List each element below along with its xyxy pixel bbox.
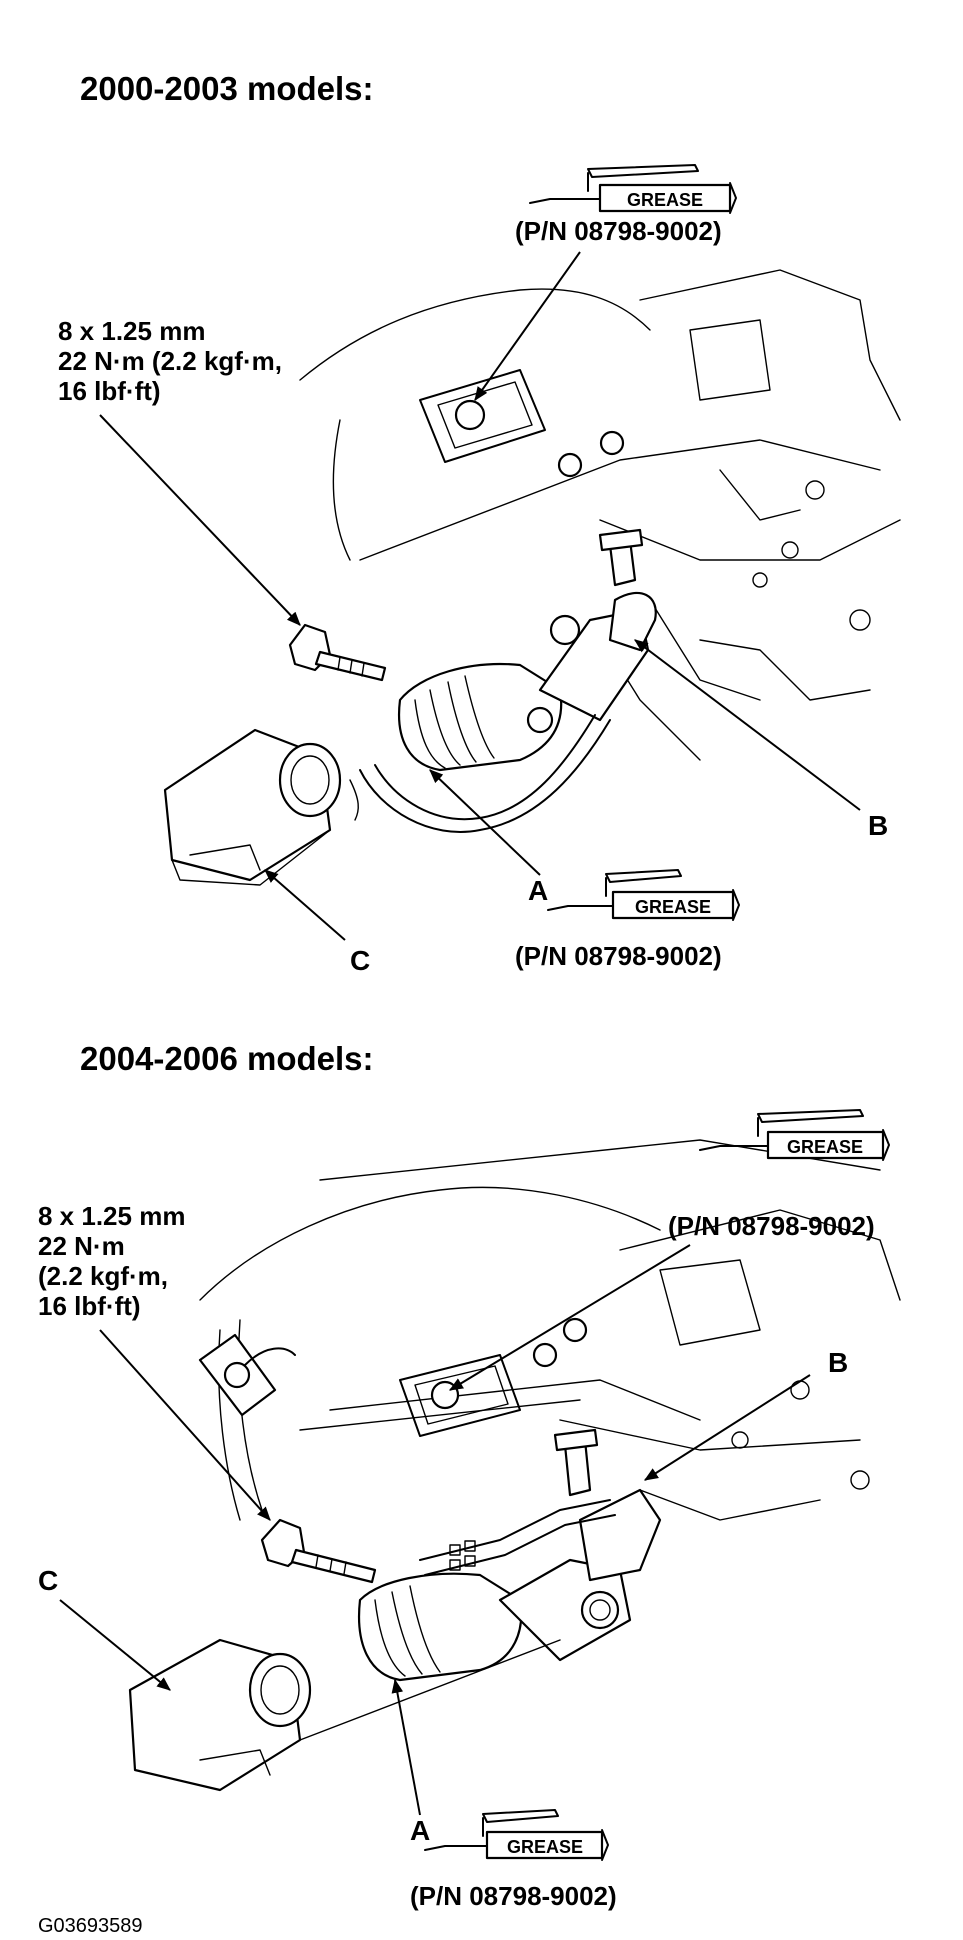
c-leader: [59, 1599, 171, 1691]
mounting-bolt: [288, 623, 387, 682]
part-number-lower: (P/N 08798-9002): [410, 1881, 617, 1911]
part-number-lower: (P/N 08798-9002): [515, 941, 722, 971]
part-number-upper: (P/N 08798-9002): [668, 1211, 875, 1241]
bolt-leader: [99, 1329, 271, 1521]
grease-pocket: [399, 1317, 588, 1437]
bolt-spec-line-4: 16 lbf·ft): [38, 1291, 141, 1321]
bolt-spec-line-3: (2.2 kgf·m,: [38, 1261, 168, 1291]
callout-a: A: [410, 1815, 430, 1846]
svg-text:GREASE: GREASE: [787, 1137, 863, 1157]
bolt-leader: [99, 414, 301, 626]
a-leader: [429, 769, 541, 876]
bolt-spec-line-1: 8 x 1.25 mm: [58, 316, 205, 346]
b-leader: [644, 1374, 811, 1481]
grease-gun-icon: GREASE: [699, 1109, 890, 1161]
c-leader: [264, 869, 346, 941]
callout-c: C: [38, 1565, 58, 1596]
part-number-upper: (P/N 08798-9002): [515, 216, 722, 246]
grease-leader-upper: [474, 251, 581, 401]
panel-title: 2004-2006 models:: [80, 1040, 374, 1077]
grease-gun-icon: GREASE: [547, 869, 740, 921]
hose-bracket: [198, 1333, 296, 1417]
bolt-spec-line-2: 22 N·m: [38, 1231, 125, 1261]
panel-2000-2003: 2000-2003 models:: [58, 70, 901, 976]
panel-title: 2000-2003 models:: [80, 70, 374, 107]
grease-gun-icon: GREASE: [529, 164, 737, 214]
a-leader: [391, 1678, 421, 1816]
svg-text:GREASE: GREASE: [627, 190, 703, 210]
callout-b: B: [868, 810, 888, 841]
release-guide-c: [163, 728, 342, 886]
b-leader: [634, 639, 861, 811]
slave-cylinder-a: [397, 528, 657, 772]
callout-b: B: [828, 1347, 848, 1378]
figure-id: G03693589: [38, 1915, 143, 1937]
mounting-bolt: [260, 1518, 377, 1584]
svg-text:GREASE: GREASE: [635, 897, 711, 917]
clutch-hose: [359, 719, 611, 833]
grease-leader-upper: [449, 1244, 691, 1391]
bolt-spec-line-3: 16 lbf·ft): [58, 376, 161, 406]
callout-a: A: [528, 875, 548, 906]
bolt-spec-line-2: 22 N·m (2.2 kgf·m,: [58, 346, 282, 376]
callout-c: C: [350, 945, 370, 976]
svg-text:GREASE: GREASE: [507, 1837, 583, 1857]
release-guide-c: [128, 1638, 561, 1792]
grease-gun-icon: GREASE: [424, 1809, 609, 1861]
panel-2004-2006: 2004-2006 models:: [38, 1040, 901, 1911]
transmission-housing: [299, 269, 901, 761]
slave-cylinder-a: [358, 1428, 662, 1682]
grease-pocket: [419, 369, 625, 478]
bolt-spec-line-1: 8 x 1.25 mm: [38, 1201, 185, 1231]
